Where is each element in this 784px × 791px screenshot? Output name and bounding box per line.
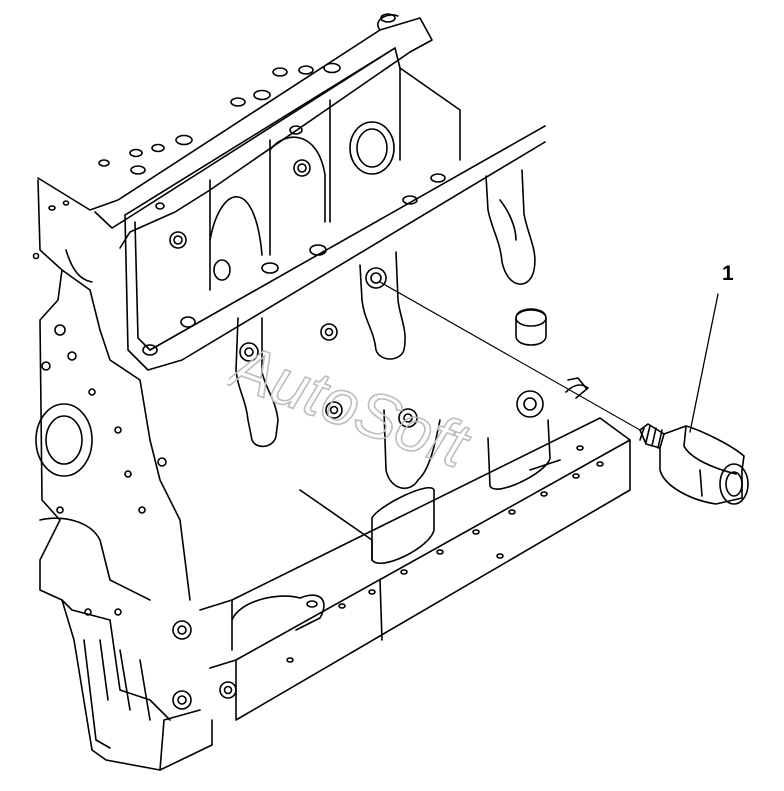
- front-face: [32, 179, 237, 771]
- callout-leader-line: [689, 293, 719, 433]
- callout-number: 1: [722, 262, 734, 285]
- upper-crankcase-window: [124, 47, 546, 371]
- lower-pan-rail: [199, 417, 631, 721]
- pressure-switch-part: [639, 423, 749, 505]
- bearing-webs: [235, 169, 547, 490]
- gallery-boss: [379, 281, 641, 431]
- top-deck-flange: [37, 13, 433, 249]
